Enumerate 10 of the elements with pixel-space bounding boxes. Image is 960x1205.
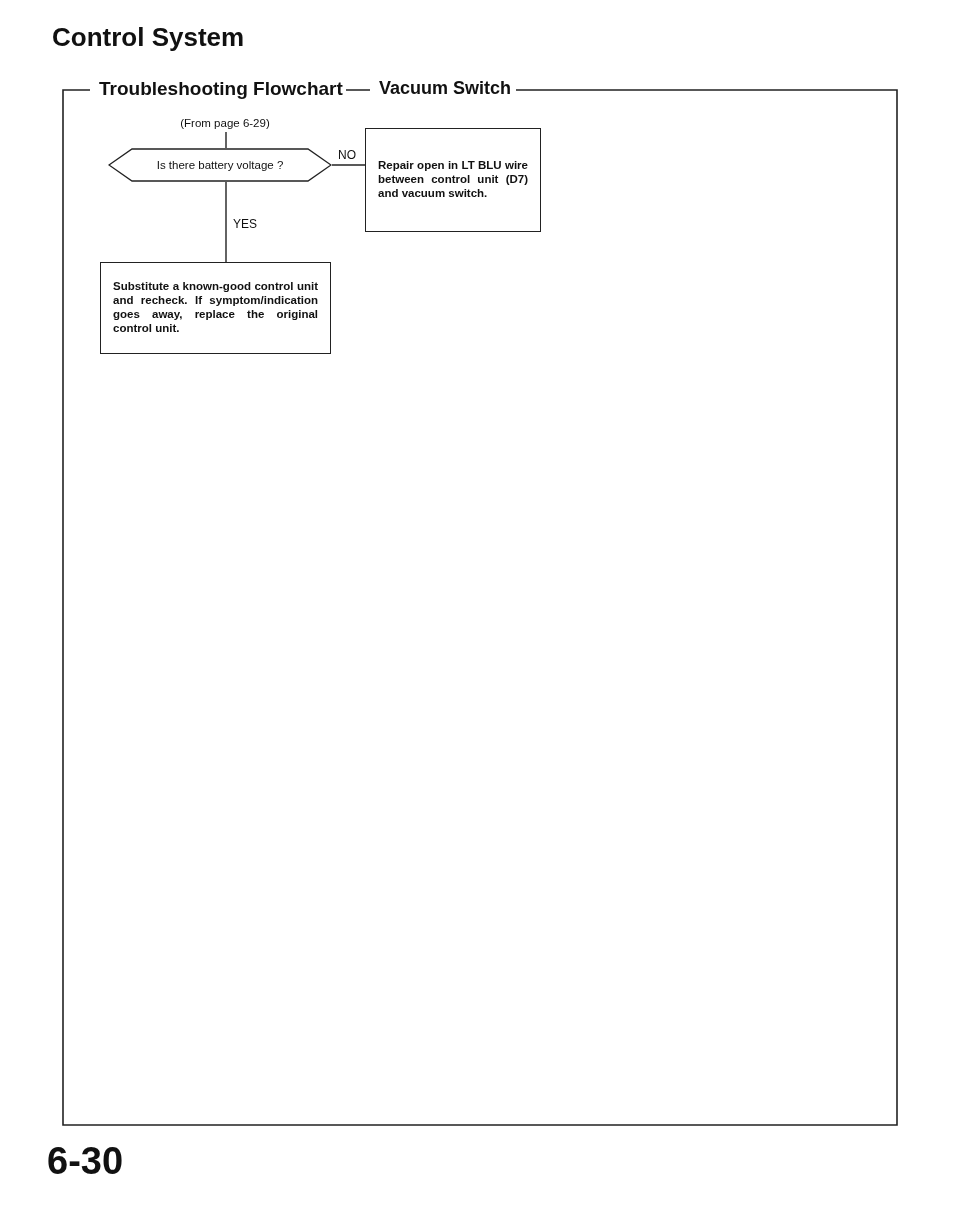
connector-line [331,164,366,166]
action-box: Substitute a known-good control unit and recheck. If symptom/indication goes away, replace the original control unit. [100,262,331,354]
source-reference: (From page 6-29) [150,114,300,132]
action-box: Repair open in LT BLU wire between control unit (D7) and vacuum switch. [365,128,541,232]
page-title: Control System [52,22,245,53]
connector-line [225,131,227,149]
edge-label: YES [231,217,259,231]
decision-hexagon: Is there battery voltage ? [108,148,332,182]
edge-label: NO [336,148,358,162]
connector-line [225,181,227,263]
